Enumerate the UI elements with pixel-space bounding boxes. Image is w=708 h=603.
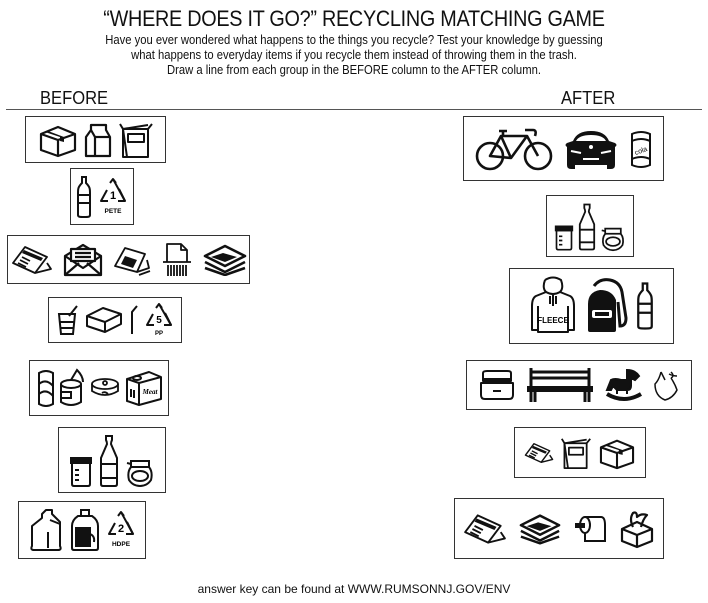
park-bench-icon — [527, 368, 593, 402]
yogurt-cup-icon — [57, 305, 78, 335]
before-group-metal-cans[interactable]: Meat — [29, 360, 169, 416]
magazine-icon — [113, 246, 150, 276]
intro-line-1: Have you ever wondered what happens to t… — [105, 33, 603, 47]
newspaper-icon — [524, 442, 554, 463]
meat-can-icon: Meat — [125, 371, 162, 406]
soda-can-icon — [37, 370, 54, 407]
glass-bottle-icon — [578, 203, 596, 251]
intro-line-2: what happens to everyday items if you re… — [131, 48, 577, 62]
before-group-glass[interactable] — [58, 427, 166, 493]
recycle-5-pp-icon: 5PP — [146, 303, 172, 337]
bicycle-icon — [475, 128, 552, 170]
jam-jar-icon — [601, 227, 624, 252]
cardboard-box-icon — [39, 125, 76, 157]
open-tin-can-icon — [59, 368, 84, 406]
milk-jug-icon — [30, 509, 62, 551]
svg-text:1: 1 — [110, 190, 116, 202]
after-group-glass[interactable] — [546, 195, 634, 257]
plastic-bottle-icon — [636, 282, 653, 330]
answer-key-note: answer key can be found at WWW.RUMSONNJ.… — [197, 582, 511, 596]
plastic-bag-icon — [654, 371, 678, 401]
cereal-box-icon — [118, 122, 153, 158]
svg-text:PP: PP — [155, 331, 163, 337]
cardboard-box-icon — [599, 439, 635, 469]
svg-text:PETE: PETE — [105, 208, 123, 215]
svg-text:2: 2 — [118, 523, 124, 535]
after-group-paperboard-products[interactable] — [514, 427, 646, 478]
newspaper-icon — [11, 245, 52, 274]
svg-text:HDPE: HDPE — [112, 541, 131, 548]
glass-jar-icon — [70, 457, 92, 487]
cereal-box-icon — [561, 437, 591, 469]
after-column-heading: AFTER — [561, 88, 616, 108]
paper-stack-icon — [203, 244, 246, 276]
jam-jar-icon — [126, 460, 153, 488]
newspaper-icon — [464, 513, 506, 544]
glass-jar-icon — [554, 225, 574, 251]
tuna-can-icon — [90, 378, 119, 396]
svg-text:5: 5 — [156, 315, 162, 326]
after-group-metal-products[interactable]: cola — [463, 116, 664, 181]
glass-bottle-icon — [100, 435, 118, 487]
svg-text:cola: cola — [633, 145, 648, 156]
food-container-icon — [86, 307, 122, 333]
detergent-bottle-icon — [71, 509, 99, 551]
intro-line-3: Draw a line from each group in the BEFOR… — [167, 63, 541, 77]
car-icon — [565, 130, 616, 169]
header-divider — [6, 109, 702, 110]
svg-text:FLEECE: FLEECE — [537, 316, 569, 325]
before-column-heading: BEFORE — [40, 88, 109, 108]
after-group-pp-hdpe-products[interactable] — [466, 360, 692, 410]
svg-text:Meat: Meat — [141, 388, 158, 396]
shredded-paper-icon — [162, 242, 191, 276]
milk-carton-icon — [84, 123, 111, 157]
paper-stack-icon — [519, 513, 561, 545]
takeout-box-icon — [480, 370, 514, 400]
plastic-bottle-icon — [77, 175, 91, 218]
before-group-paper[interactable] — [7, 235, 250, 284]
after-group-paper-products[interactable] — [454, 498, 664, 559]
cola-can-icon: cola — [630, 130, 651, 168]
tissue-box-icon — [620, 510, 654, 548]
straw-icon — [131, 305, 138, 334]
rocking-horse-icon — [605, 368, 643, 401]
toilet-paper-icon — [575, 515, 606, 542]
fleece-hoodie-icon: FLEECE — [530, 276, 575, 333]
before-group-cardboard[interactable] — [25, 116, 166, 163]
after-group-plastic-products[interactable]: FLEECE — [509, 268, 674, 344]
backpack-icon — [587, 278, 628, 332]
envelope-icon — [63, 243, 102, 276]
page-title: “WHERE DOES IT GO?” RECYCLING MATCHING G… — [103, 6, 605, 31]
